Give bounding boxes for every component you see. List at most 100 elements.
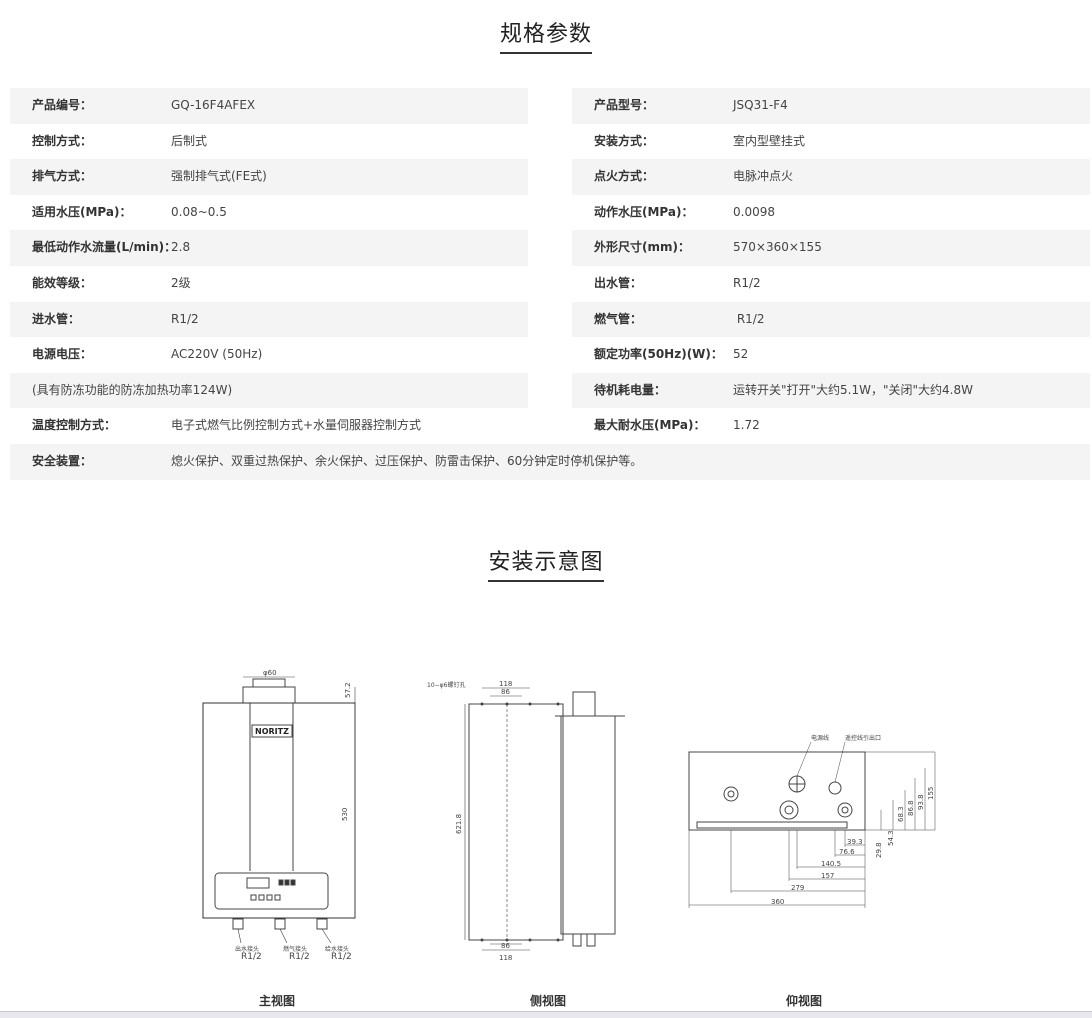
page-bottom-bar [0,1011,1092,1018]
spec-value: 570×360×155 [733,240,822,255]
dim-57: 57.2 [344,682,352,698]
spec-label: 安装方式： [594,133,655,148]
spec-cell: 温度控制方式：电子式燃气比例控制方式+水量伺服器控制方式 [10,408,528,444]
spec-cell: 安全装置：熄火保护、双重过热保护、余火保护、过压保护、防雷击保护、60分钟定时停… [10,443,1090,480]
dim-93: 93.8 [917,794,925,810]
spec-row: 排气方式： 强制排气式(FE式) 点火方式：电脉冲点火 [10,159,1090,195]
spec-row: (具有防冻功能的防冻加热功率124W) 待机耗电量： 运转开关"打开"大约5.1W… [10,372,1090,409]
spec-value: R1/2 [171,311,199,326]
spec-value: GQ-16F4AFEX [171,98,256,112]
spec-cell: 最低动作水流量(L/min)：2.8 [10,230,528,266]
spec-cell: 点火方式：电脉冲点火 [572,159,1090,195]
dim-118-top: 118 [499,680,512,688]
dim-68: 68.3 [897,806,905,822]
dim-279: 279 [791,884,804,892]
install-section-title: 安装示意图 [0,544,1092,582]
spec-label: 额定功率(50Hz)(W)： [594,347,723,362]
spec-value: 0.08~0.5 [171,204,227,219]
spec-cell: 产品编号： GQ-16F4AFEX [10,88,528,124]
dim-86: 86.8 [907,800,915,816]
dim-39: 39.3 [847,838,863,846]
label-inlet: 给水接头 [325,945,349,953]
spec-label: 适用水压(MPa)： [32,204,132,219]
spec-label: 产品编号： [32,98,93,112]
spec-cell: (具有防冻功能的防冻加热功率124W) [10,372,528,409]
spec-label: 能效等级： [32,275,93,290]
label-power-cord: 电源线 [811,734,829,742]
spec-label: 电源电压： [32,347,93,362]
side-view-drawing: 10−φ6螺钉孔 118 86 621.8 86 118 [427,680,625,962]
spec-value: 52 [733,347,749,362]
spec-label: 安全装置： [32,453,93,468]
dim-76: 76.6 [839,848,855,856]
spec-label: 最大耐水压(MPa)： [594,418,706,433]
spec-cell: 能效等级：2级 [10,266,528,302]
dim-140: 140.5 [821,860,841,868]
dim-360: 360 [771,898,784,906]
spec-value: 2.8 [171,240,191,255]
spec-cell: 进水管： R1/2 [10,301,528,338]
spec-row: 控制方式：后制式 安装方式： 室内型壁挂式 [10,124,1090,160]
specs-title: 规格参数 [499,16,592,54]
dim-29: 29.8 [875,842,883,858]
spec-label: 待机耗电量： [594,382,667,397]
spec-label: 出水管： [594,275,643,290]
spec-value: 电脉冲点火 [733,169,794,184]
spec-label: 最低动作水流量(L/min)： [32,240,177,255]
spec-label: 进水管： [32,311,81,326]
spec-row: 最低动作水流量(L/min)：2.8 外形尺寸(mm)： 570×360×155 [10,230,1090,266]
dim-530: 530 [341,808,349,821]
dim-118-bottom: 118 [499,954,512,962]
dim-155: 155 [927,787,935,800]
caption-front-view: 主视图 [258,994,295,1008]
spec-cell: 排气方式： 强制排气式(FE式) [10,159,528,195]
spec-cell: 最大耐水压(MPa)：1.72 [572,408,1090,444]
dim-621: 621.8 [455,814,463,834]
install-title: 安装示意图 [488,544,604,582]
spec-cell: 额定功率(50Hz)(W)： 52 [572,337,1090,373]
spec-note: (具有防冻功能的防冻加热功率124W) [32,382,233,397]
spec-label: 外形尺寸(mm)： [594,240,690,255]
label-r-gas: R1/2 [289,952,310,962]
spec-value: AC220V (50Hz) [171,347,263,362]
label-gas: 燃气接头 [283,945,307,953]
spec-row: 温度控制方式：电子式燃气比例控制方式+水量伺服器控制方式 最大耐水压(MPa)：… [10,408,1090,444]
specs-section-title: 规格参数 [0,16,1092,54]
spec-row: 适用水压(MPa)： 0.08~0.5 动作水压(MPa)： 0.0098 [10,195,1090,231]
spec-cell: 待机耗电量： 运转开关"打开"大约5.1W，"关闭"大约4.8W [572,372,1090,409]
spec-cell: 控制方式：后制式 [10,124,528,160]
dim-157: 157 [821,872,834,880]
spec-cell: 燃气管： R1/2 [572,301,1090,338]
spec-value: R1/2 [733,311,765,326]
label-screw-holes: 10−φ6螺钉孔 [427,681,465,689]
brand-logo: NORITZ [255,727,289,736]
label-r-inlet: R1/2 [331,952,352,962]
dim-54: 54.3 [887,830,895,846]
spec-row: 电源电压： AC220V (50Hz) 额定功率(50Hz)(W)： 52 [10,337,1090,373]
spec-label: 排气方式： [32,169,93,184]
spec-cell: 安装方式： 室内型壁挂式 [572,124,1090,160]
front-view-drawing: NORITZ φ60 57.2 530 出水接头 燃气接头 给水接头 R1/2 … [202,669,356,962]
spec-value: 电子式燃气比例控制方式+水量伺服器控制方式 [171,418,422,433]
dim-86-bottom: 86 [501,942,510,950]
dim-phi60: φ60 [263,669,277,677]
label-remote-outlet: 遥控线引出口 [845,734,881,742]
spec-value: JSQ31-F4 [733,98,788,112]
spec-value: 强制排气式(FE式) [171,169,267,184]
spec-label: 动作水压(MPa)： [594,204,694,219]
label-r-outlet: R1/2 [241,952,262,962]
spec-row: 产品编号： GQ-16F4AFEX 产品型号：JSQ31-F4 [10,88,1090,124]
spec-row: 进水管： R1/2 燃气管： R1/2 [10,301,1090,338]
spec-value: 0.0098 [733,204,775,219]
spec-cell: 动作水压(MPa)： 0.0098 [572,195,1090,231]
spec-value: R1/2 [733,275,761,290]
spec-cell: 产品型号：JSQ31-F4 [572,88,1090,124]
caption-side-view: 侧视图 [529,994,566,1008]
spec-cell: 电源电压： AC220V (50Hz) [10,337,528,373]
spec-value: 运转开关"打开"大约5.1W，"关闭"大约4.8W [733,382,973,397]
caption-bottom-view: 仰视图 [785,994,822,1008]
spec-value: 室内型壁挂式 [733,133,806,148]
spec-cell: 出水管： R1/2 [572,266,1090,302]
spec-row-safety: 安全装置：熄火保护、双重过热保护、余火保护、过压保护、防雷击保护、60分钟定时停… [10,443,1090,480]
spec-cell: 外形尺寸(mm)： 570×360×155 [572,230,1090,266]
